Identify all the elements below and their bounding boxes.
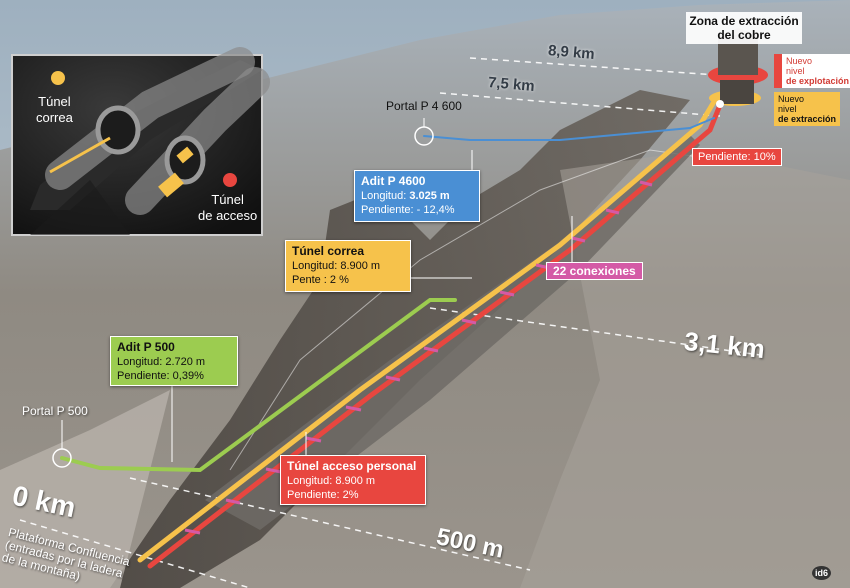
mine-title: Zona de extracción del cobre xyxy=(686,12,802,44)
portal-p4600-label: Portal P 4 600 xyxy=(386,99,462,113)
adit-p500-box: Adit P 500 Longitud: 2.720 m Pendiente: … xyxy=(110,336,238,386)
inset-access-tunnel-label: Túnel de acceso xyxy=(198,192,258,223)
adit-p4600-box: Adit P 4600 Longitud: 3.025 m Pendiente:… xyxy=(354,170,480,222)
portal-p500-label: Portal P 500 xyxy=(22,404,88,418)
new-extraction-level-label: Nuevo nivel de extracción xyxy=(774,92,841,126)
access-tunnel-box: Túnel acceso personal Longitud: 8.900 m … xyxy=(280,455,426,505)
connections-label: 22 conexiones xyxy=(546,262,643,280)
belt-tunnel-box: Túnel correa Longitud: 8.900 m Pente : 2… xyxy=(285,240,411,292)
credit-logo: id6 xyxy=(812,566,832,580)
slope-10-label: Pendiente: 10% xyxy=(692,148,782,166)
inset-belt-tunnel-label: Túnel correa xyxy=(36,94,73,125)
new-exploitation-level-label: Nuevo nivel de explotación xyxy=(774,54,850,88)
